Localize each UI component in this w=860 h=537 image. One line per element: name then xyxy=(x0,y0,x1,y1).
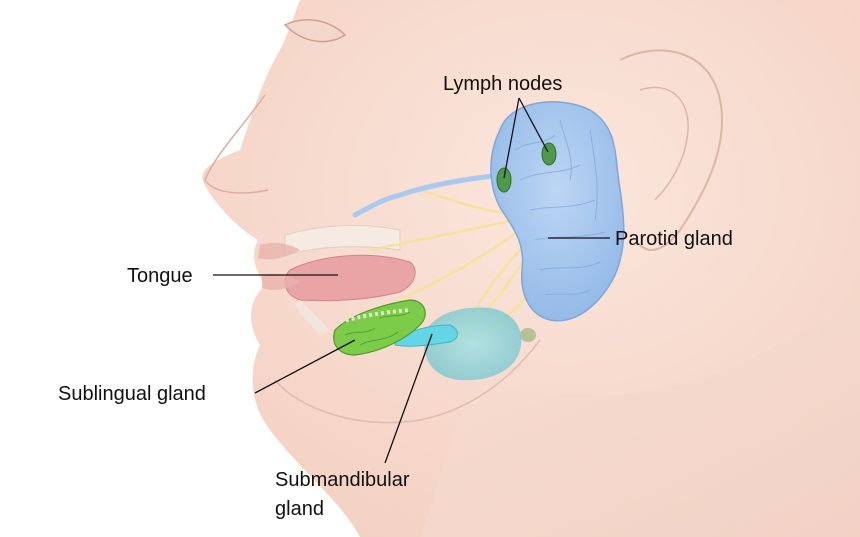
label-submandibular-line2: gland xyxy=(275,498,324,520)
lymph-node xyxy=(542,143,556,165)
label-lymph-nodes: Lymph nodes xyxy=(443,73,562,95)
label-sublingual-gland: Sublingual gland xyxy=(58,383,206,405)
label-tongue: Tongue xyxy=(127,265,193,287)
label-submandibular-line1: Submandibular xyxy=(275,469,410,491)
lymph-node xyxy=(497,168,511,192)
label-parotid-gland: Parotid gland xyxy=(615,228,733,250)
lymph-node xyxy=(520,328,536,342)
